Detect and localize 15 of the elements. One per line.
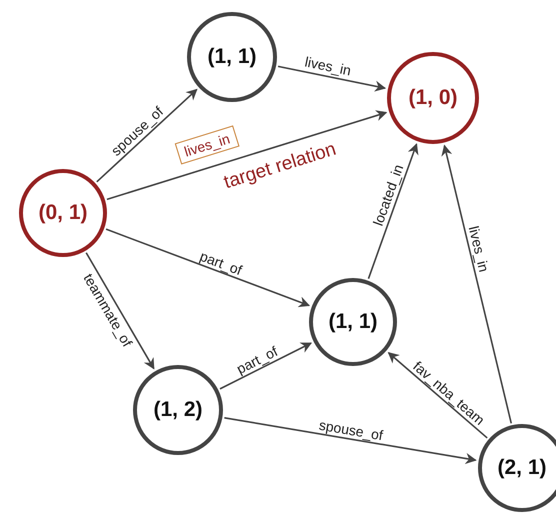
node-label: (0, 1) xyxy=(38,200,88,226)
arrow xyxy=(278,66,386,92)
node-label: (1, 2) xyxy=(153,397,202,424)
arrow xyxy=(224,417,477,464)
node-label: (2, 1) xyxy=(497,455,546,482)
arrow xyxy=(388,352,488,439)
node-label: (1, 0) xyxy=(408,85,458,112)
node-label: (1, 1) xyxy=(207,44,256,70)
arrow xyxy=(441,144,512,424)
arrow xyxy=(106,110,388,200)
node-label: (1, 1) xyxy=(328,309,378,336)
target-edge-label: lives_in xyxy=(174,126,239,165)
arrow xyxy=(368,143,418,279)
arrow xyxy=(106,228,310,308)
arrow xyxy=(96,88,198,182)
